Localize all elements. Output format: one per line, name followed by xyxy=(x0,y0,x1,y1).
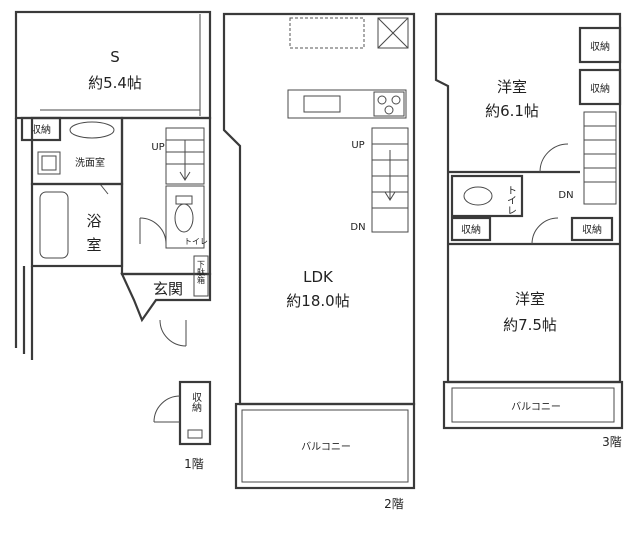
bathroom-label-2: 室 xyxy=(86,236,101,254)
floor-2: UP DN LDK 約18.0帖 バルコニー 2階 xyxy=(222,12,416,511)
room-s: S 約5.4帖 xyxy=(14,10,212,120)
stair-3f-dn-label: DN xyxy=(558,190,573,201)
outside-closet: 収納 xyxy=(153,380,212,446)
closet-1f-label: 収納 xyxy=(31,123,51,136)
closet-3f-b: 収納 xyxy=(578,68,622,106)
closet-3f-d: 収納 xyxy=(570,216,614,242)
stair-1f-up-label: UP xyxy=(151,142,164,153)
cooktop-icon xyxy=(373,91,405,117)
floor-3-label: 3階 xyxy=(602,434,622,449)
closet-3f-d-label: 収納 xyxy=(582,223,602,236)
room-3f-1-name: 洋室 xyxy=(497,78,527,96)
closet-3f-a: 収納 xyxy=(578,26,622,64)
kitchen-counter xyxy=(287,89,407,119)
closet-3f-c-label: 収納 xyxy=(461,223,481,236)
outside-closet-label: 収納 xyxy=(190,392,202,413)
room-s-name: S xyxy=(110,48,120,66)
entrance: 玄関 下駄箱 xyxy=(120,255,212,347)
stair-2f-dn-label: DN xyxy=(350,222,365,233)
toilet-1f-icon xyxy=(174,203,194,233)
toilet-3f: トイレ xyxy=(450,174,524,218)
floor-1: S 約5.4帖 収納 洗面室 浴 室 UP xyxy=(14,10,212,471)
closet-3f-b-label: 収納 xyxy=(590,82,610,95)
closet-1f: 収納 xyxy=(20,116,62,142)
balcony-3f-label: バルコニー xyxy=(511,401,561,413)
room-3f-1: 洋室 約6.1帖 xyxy=(448,78,580,174)
stair-toilet-core: UP トイレ xyxy=(120,116,212,276)
floor-2-label: 2階 xyxy=(384,496,404,511)
bathroom-label-1: 浴 xyxy=(86,212,101,230)
bathroom: 浴 室 xyxy=(30,182,124,268)
stair-2f: UP DN xyxy=(350,127,409,233)
sink-icon xyxy=(69,121,115,139)
bathtub-icon xyxy=(39,191,69,259)
closet-3f-a-label: 収納 xyxy=(590,40,610,53)
balcony-2f: バルコニー xyxy=(234,402,416,490)
shoe-box-label: 下駄箱 xyxy=(197,260,206,285)
washroom-label: 洗面室 xyxy=(75,156,105,169)
room-s-size: 約5.4帖 xyxy=(88,74,142,92)
closet-3f-c: 収納 xyxy=(450,216,492,242)
room-3f-1-size: 約6.1帖 xyxy=(485,102,539,120)
stair-3f: DN xyxy=(558,111,617,205)
balcony-2f-label: バルコニー xyxy=(301,441,351,453)
ldk-size: 約18.0帖 xyxy=(286,292,349,310)
entrance-label: 玄関 xyxy=(153,280,183,298)
room-3f-2-size: 約7.5帖 xyxy=(503,316,557,334)
ldk-name: LDK xyxy=(303,268,334,286)
stair-2f-up-label: UP xyxy=(351,140,364,151)
room-3f-2-name: 洋室 xyxy=(515,290,545,308)
toilet-1f-label: トイレ xyxy=(184,237,208,246)
floor-3: 洋室 約6.1帖 収納 収納 DN トイレ xyxy=(434,12,624,449)
toilet-3f-icon xyxy=(463,186,493,206)
room-3f-2: 洋室 約7.5帖 xyxy=(503,290,557,334)
balcony-3f: バルコニー xyxy=(442,380,624,430)
sink-2f-icon xyxy=(303,95,341,113)
floor-1-label: 1階 xyxy=(184,456,204,471)
toilet-3f-label: トイレ xyxy=(505,185,517,215)
